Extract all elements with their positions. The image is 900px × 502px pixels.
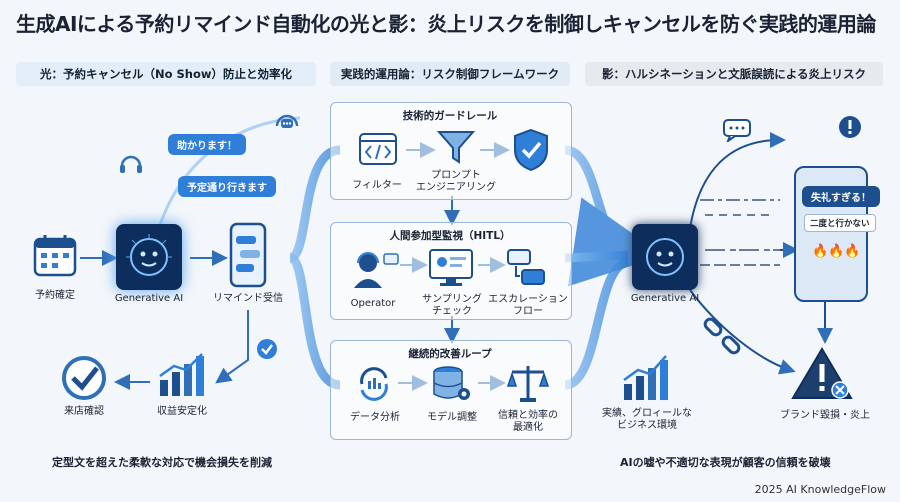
right-caption: AIの嘘や不適切な表現が顧客の信頼を破壊 [620, 456, 831, 469]
speech-bubble-thanks: 助かります！ [168, 134, 246, 155]
section-header-right: 影：ハルシネーションと文脈誤読による炎上リスク [585, 62, 883, 86]
section-header-left: 光：予約キャンセル（No Show）防止と効率化 [16, 62, 316, 86]
monitor-sampling-icon [429, 249, 473, 286]
brand-label: ブランド毀損・炎上 [780, 410, 870, 421]
cycle-analysis-icon [360, 367, 388, 401]
hitl-title: 人間参加型監視（HITL） [389, 230, 511, 242]
left-caption: 定型文を超えた柔軟な対応で機会損失を削減 [52, 456, 272, 469]
visit-label: 来店確認 [64, 406, 104, 417]
ai-label-left: Generative AI [114, 293, 184, 304]
check-badge-icon [257, 339, 277, 359]
sampling-label-2: チェック [432, 306, 472, 317]
chat-headset-icon [275, 114, 299, 128]
model-label: モデル調整 [427, 412, 477, 423]
section-header-middle: 実践的運用論：リスク制御フレームワーク [330, 62, 570, 86]
operator-label: Operator [350, 298, 396, 309]
warning-triangle-icon [791, 347, 853, 399]
check-circle-icon [62, 356, 106, 400]
sampling-label-1: サンプリング [422, 294, 482, 305]
ai-robot-icon-right [632, 224, 698, 290]
smartphone-icon [229, 222, 267, 288]
ai-label-right: Generative AI [630, 293, 700, 304]
growth-chart-icon [159, 353, 204, 396]
guardrail-title: 技術的ガードレール [402, 110, 498, 122]
ai-robot-icon [116, 224, 182, 290]
headset-icon [120, 155, 142, 173]
alert-bubble-icon [839, 116, 861, 138]
filter-label: フィルター [352, 180, 402, 191]
speech-bubble-never-again: 二度と行かない [804, 214, 876, 232]
remind-label: リマインド受信 [213, 293, 283, 304]
escalation-label-1: エスカレーション [488, 294, 568, 305]
trust-label-2: 最適化 [513, 422, 543, 433]
operator-icon [354, 252, 399, 288]
revenue-label: 収益安定化 [157, 406, 207, 417]
growth-chart-icon-right [623, 355, 668, 400]
funnel-icon [436, 131, 476, 164]
escalation-label-2: フロー [513, 306, 543, 317]
shield-check-icon [514, 128, 548, 172]
escalation-chat-icon [507, 249, 545, 285]
env-label-1: 実績、グロィールな [602, 408, 692, 419]
speech-bubble-confirm: 予定通り行きます [178, 176, 276, 197]
fire-icon: 🔥🔥🔥 [812, 244, 861, 259]
trust-label-1: 信頼と効率の [498, 410, 558, 421]
prompt-label-1: プロンプト [431, 170, 481, 181]
page-title: 生成AIによる予約リマインド自動化の光と影：炎上リスクを制御しキャンセルを防ぐ実… [16, 12, 876, 36]
chat-bubble-icon [723, 119, 751, 142]
code-filter-icon [359, 133, 397, 165]
footer-credit: 2025 AI KnowledgeFlow [754, 483, 886, 496]
database-gear-icon [433, 366, 470, 400]
booking-label: 予約確定 [35, 290, 75, 301]
improvement-title: 継続的改善ループ [408, 348, 492, 360]
data-label: データ分析 [350, 412, 400, 423]
calendar-icon [33, 235, 77, 277]
balance-scale-icon [506, 366, 550, 402]
env-label-2: ビジネス環境 [617, 420, 677, 431]
broken-chain-icon [703, 317, 741, 355]
prompt-label-2: エンジニアリング [416, 182, 496, 193]
speech-bubble-rude: 失礼すぎる！ [802, 186, 880, 207]
